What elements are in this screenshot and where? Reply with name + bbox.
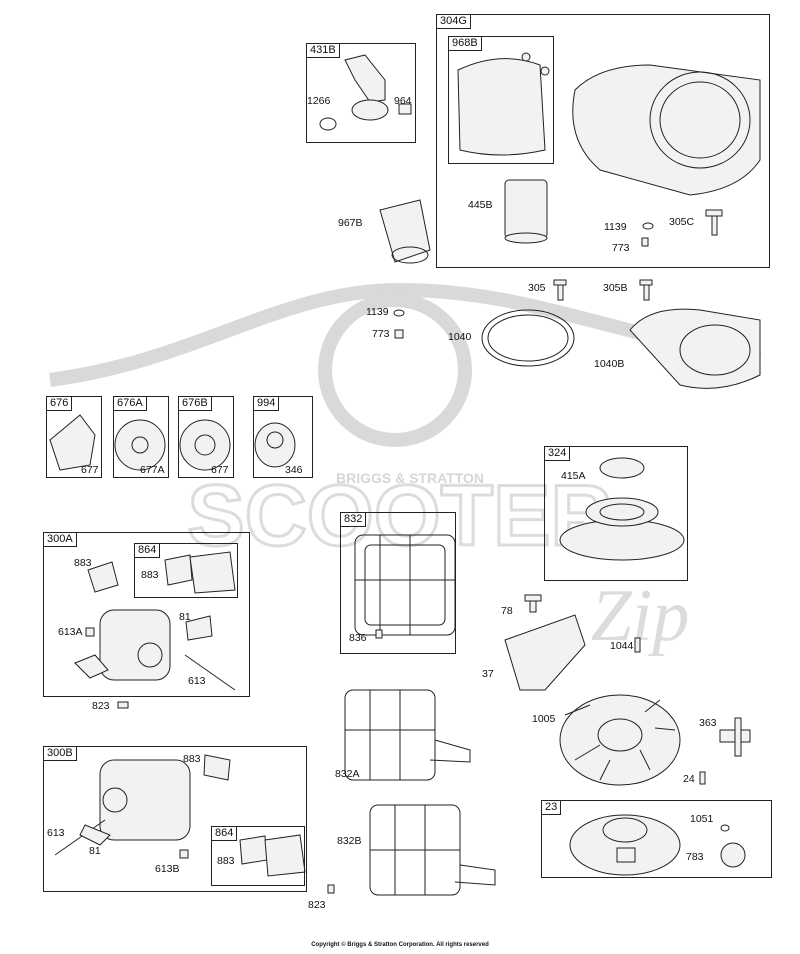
group-label: 676A <box>113 396 147 411</box>
part-label: 883 <box>74 557 92 569</box>
group-label: 23 <box>541 800 562 815</box>
part-label: 677 <box>211 464 229 476</box>
group-431B: 431B <box>306 43 416 143</box>
part-label: 836 <box>349 632 367 644</box>
part-label: 883 <box>183 753 201 765</box>
part-label: 823 <box>92 700 110 712</box>
group-676: 676 <box>46 396 102 478</box>
part-label: 677 <box>81 464 99 476</box>
group-label: 994 <box>253 396 280 411</box>
group-676B: 676B <box>178 396 234 478</box>
group-864-lower: 864 <box>211 826 305 886</box>
part-label: 1044 <box>610 640 634 652</box>
watermark-brand: SCOOTER <box>187 468 612 564</box>
part-label: 773 <box>372 328 390 340</box>
group-label: 864 <box>134 543 161 558</box>
group-832: 832 <box>340 512 456 654</box>
part-label: 883 <box>141 569 159 581</box>
part-label: 445B <box>468 199 493 211</box>
group-label: 304G <box>436 14 471 29</box>
air-guide-37 <box>504 594 641 691</box>
group-324: 324 <box>544 446 688 581</box>
part-label: 773 <box>612 242 630 254</box>
part-label: 415A <box>561 470 586 482</box>
group-676A: 676A <box>113 396 169 478</box>
watermark-sub: BRIGGS & STRATTON <box>336 470 484 486</box>
group-label: 324 <box>544 446 571 461</box>
group-23: 23 <box>541 800 772 878</box>
flywheel-fan <box>559 694 681 786</box>
part-label: 1005 <box>532 713 556 725</box>
part-label: 964 <box>394 95 412 107</box>
part-label: 832A <box>335 768 360 780</box>
flywheel-23 <box>569 814 746 876</box>
part-label: 883 <box>217 855 235 867</box>
muffler-300A <box>74 551 236 709</box>
group-label: 300B <box>43 746 77 761</box>
elbow-part <box>319 54 412 131</box>
ignition-armature-363 <box>699 717 751 785</box>
part-label: 305 <box>528 282 546 294</box>
part-label: 1266 <box>307 95 331 107</box>
group-label: 968B <box>448 36 482 51</box>
deflector-plates <box>49 414 296 471</box>
part-label: 363 <box>699 717 717 729</box>
part-label: 346 <box>285 464 303 476</box>
group-304G: 304G <box>436 14 770 268</box>
part-label: 613 <box>188 675 206 687</box>
part-label: 78 <box>501 605 513 617</box>
rotating-screen <box>629 308 761 389</box>
screen-ring <box>481 309 575 367</box>
part-label: 81 <box>89 845 101 857</box>
part-label: 24 <box>683 773 695 785</box>
fasteners <box>393 209 723 339</box>
air-filter <box>504 179 548 244</box>
part-label: 1040 <box>448 331 472 343</box>
cover-324 <box>559 457 685 561</box>
group-label: 431B <box>306 43 340 58</box>
group-label: 676 <box>46 396 73 411</box>
part-label: 967B <box>338 217 363 229</box>
filter-sleeve <box>379 199 431 264</box>
muffler-300B <box>54 754 306 877</box>
group-label: 676B <box>178 396 212 411</box>
air-cleaner-cover <box>457 52 550 156</box>
part-label: 832B <box>337 835 362 847</box>
part-label: 613B <box>155 863 180 875</box>
part-label: 1139 <box>366 306 389 318</box>
heat-shield-832A <box>344 689 471 781</box>
group-968B: 968B <box>448 36 554 164</box>
heat-shield-832B <box>327 804 496 896</box>
group-label: 832 <box>340 512 367 527</box>
copyright-footer: Copyright © Briggs & Stratton Corporatio… <box>311 942 489 948</box>
group-864-upper: 864 <box>134 543 238 598</box>
part-label: 37 <box>482 668 494 680</box>
part-label: 305B <box>603 282 628 294</box>
part-label: 81 <box>179 611 191 623</box>
group-label: 300A <box>43 532 77 547</box>
group-300B: 300B <box>43 746 307 892</box>
part-label: 677A <box>140 464 165 476</box>
part-label: 305C <box>669 216 695 228</box>
part-label: 783 <box>686 851 704 863</box>
group-label: 864 <box>211 826 238 841</box>
part-label: 1051 <box>690 813 714 825</box>
part-label: 613 <box>47 827 65 839</box>
part-label: 1139 <box>604 221 627 233</box>
blower-housing <box>572 64 761 196</box>
part-label: 613A <box>58 626 83 638</box>
part-label: 823 <box>308 899 326 911</box>
part-label: 1040B <box>594 358 625 370</box>
group-994: 994 <box>253 396 313 478</box>
group-300A: 300A <box>43 532 250 697</box>
